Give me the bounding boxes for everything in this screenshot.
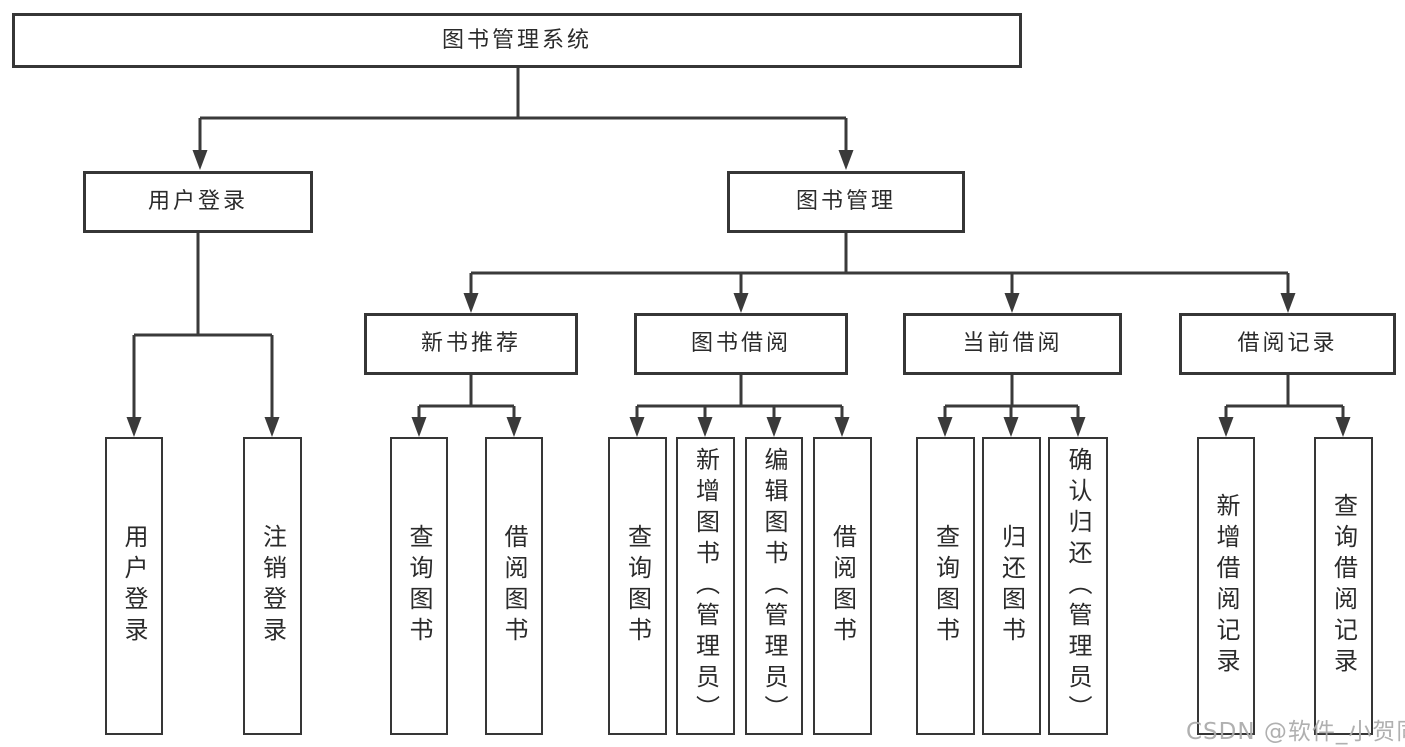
leaf-logout-login-label: 注销登录 [258,524,287,648]
arrowhead [1218,417,1234,437]
leaf-borrow-borrow-book-label: 借阅图书 [828,524,857,648]
connector-current-borrow [943,375,1080,419]
leaf-user-login: 用户登录 [105,437,163,735]
node-root-label: 图书管理系统 [441,27,592,53]
arrowhead [1070,417,1086,437]
leaf-logout-login: 注销登录 [243,437,302,735]
arrowhead [629,417,645,437]
leaf-user-login-label: 用户登录 [120,524,148,648]
leaf-recommend-borrow-book: 借阅图书 [485,437,543,735]
arrowhead [1280,293,1296,313]
leaf-current-query-book-label: 查询图书 [931,524,960,648]
leaf-record-add-borrow-record: 新增借阅记录 [1197,437,1255,735]
arrowhead [126,417,142,437]
leaf-current-confirm-return-admin: 确认归还（管理员） [1048,437,1108,735]
arrowhead [697,417,713,437]
leaf-borrow-add-book-admin: 新增图书（管理员） [676,437,735,735]
arrowhead [463,293,479,313]
leaf-record-query-borrow-record: 查询借阅记录 [1314,437,1373,735]
connector-root [198,68,848,152]
arrowhead [766,417,782,437]
node-root: 图书管理系统 [12,13,1022,68]
arrowhead [506,417,522,437]
arrowhead [834,417,850,437]
node-new-book-recommend-label: 新书推荐 [420,331,521,356]
csdn-watermark: CSDN @软件_小贺同学 [1186,719,1405,745]
node-borrow-record: 借阅记录 [1179,313,1396,375]
node-book-borrow: 图书借阅 [634,313,848,375]
node-user-login: 用户登录 [83,171,313,233]
leaf-borrow-query-book-label: 查询图书 [623,524,652,648]
node-new-book-recommend: 新书推荐 [364,313,578,375]
leaf-recommend-borrow-book-label: 借阅图书 [500,524,528,648]
leaf-recommend-query-book-label: 查询图书 [405,524,433,648]
leaf-current-confirm-return-admin-label: 确认归还（管理员） [1064,446,1092,726]
arrowhead [264,417,280,437]
arrowhead [733,293,749,313]
arrowhead [192,150,208,170]
node-book-management: 图书管理 [727,171,965,233]
arrowhead [1335,417,1351,437]
arrowhead [838,150,854,170]
arrowhead [1003,417,1019,437]
connector-book-borrow [635,375,844,419]
connector-book-management [469,233,1290,295]
leaf-borrow-edit-book-admin: 编辑图书（管理员） [745,437,803,735]
node-user-login-label: 用户登录 [147,189,248,214]
node-book-management-label: 图书管理 [795,189,896,214]
connector-user-login [132,233,274,419]
node-current-borrow-label: 当前借阅 [962,331,1063,356]
leaf-current-return-book: 归还图书 [982,437,1041,735]
leaf-borrow-add-book-admin-label: 新增图书（管理员） [691,446,720,726]
leaf-current-query-book: 查询图书 [916,437,975,735]
leaf-current-return-book-label: 归还图书 [997,524,1026,648]
arrowhead [1004,293,1020,313]
leaf-borrow-query-book: 查询图书 [608,437,667,735]
leaf-recommend-query-book: 查询图书 [390,437,448,735]
node-current-borrow: 当前借阅 [903,313,1122,375]
leaf-record-add-borrow-record-label: 新增借阅记录 [1212,493,1240,679]
node-book-borrow-label: 图书借阅 [690,331,791,356]
arrowhead [411,417,427,437]
leaf-record-query-borrow-record-label: 查询借阅记录 [1329,493,1358,679]
node-borrow-record-label: 借阅记录 [1237,331,1338,356]
leaf-borrow-borrow-book: 借阅图书 [813,437,872,735]
connector-new-book [417,375,516,419]
connector-borrow-record [1224,375,1345,419]
leaf-borrow-edit-book-admin-label: 编辑图书（管理员） [760,446,788,726]
arrowhead [937,417,953,437]
